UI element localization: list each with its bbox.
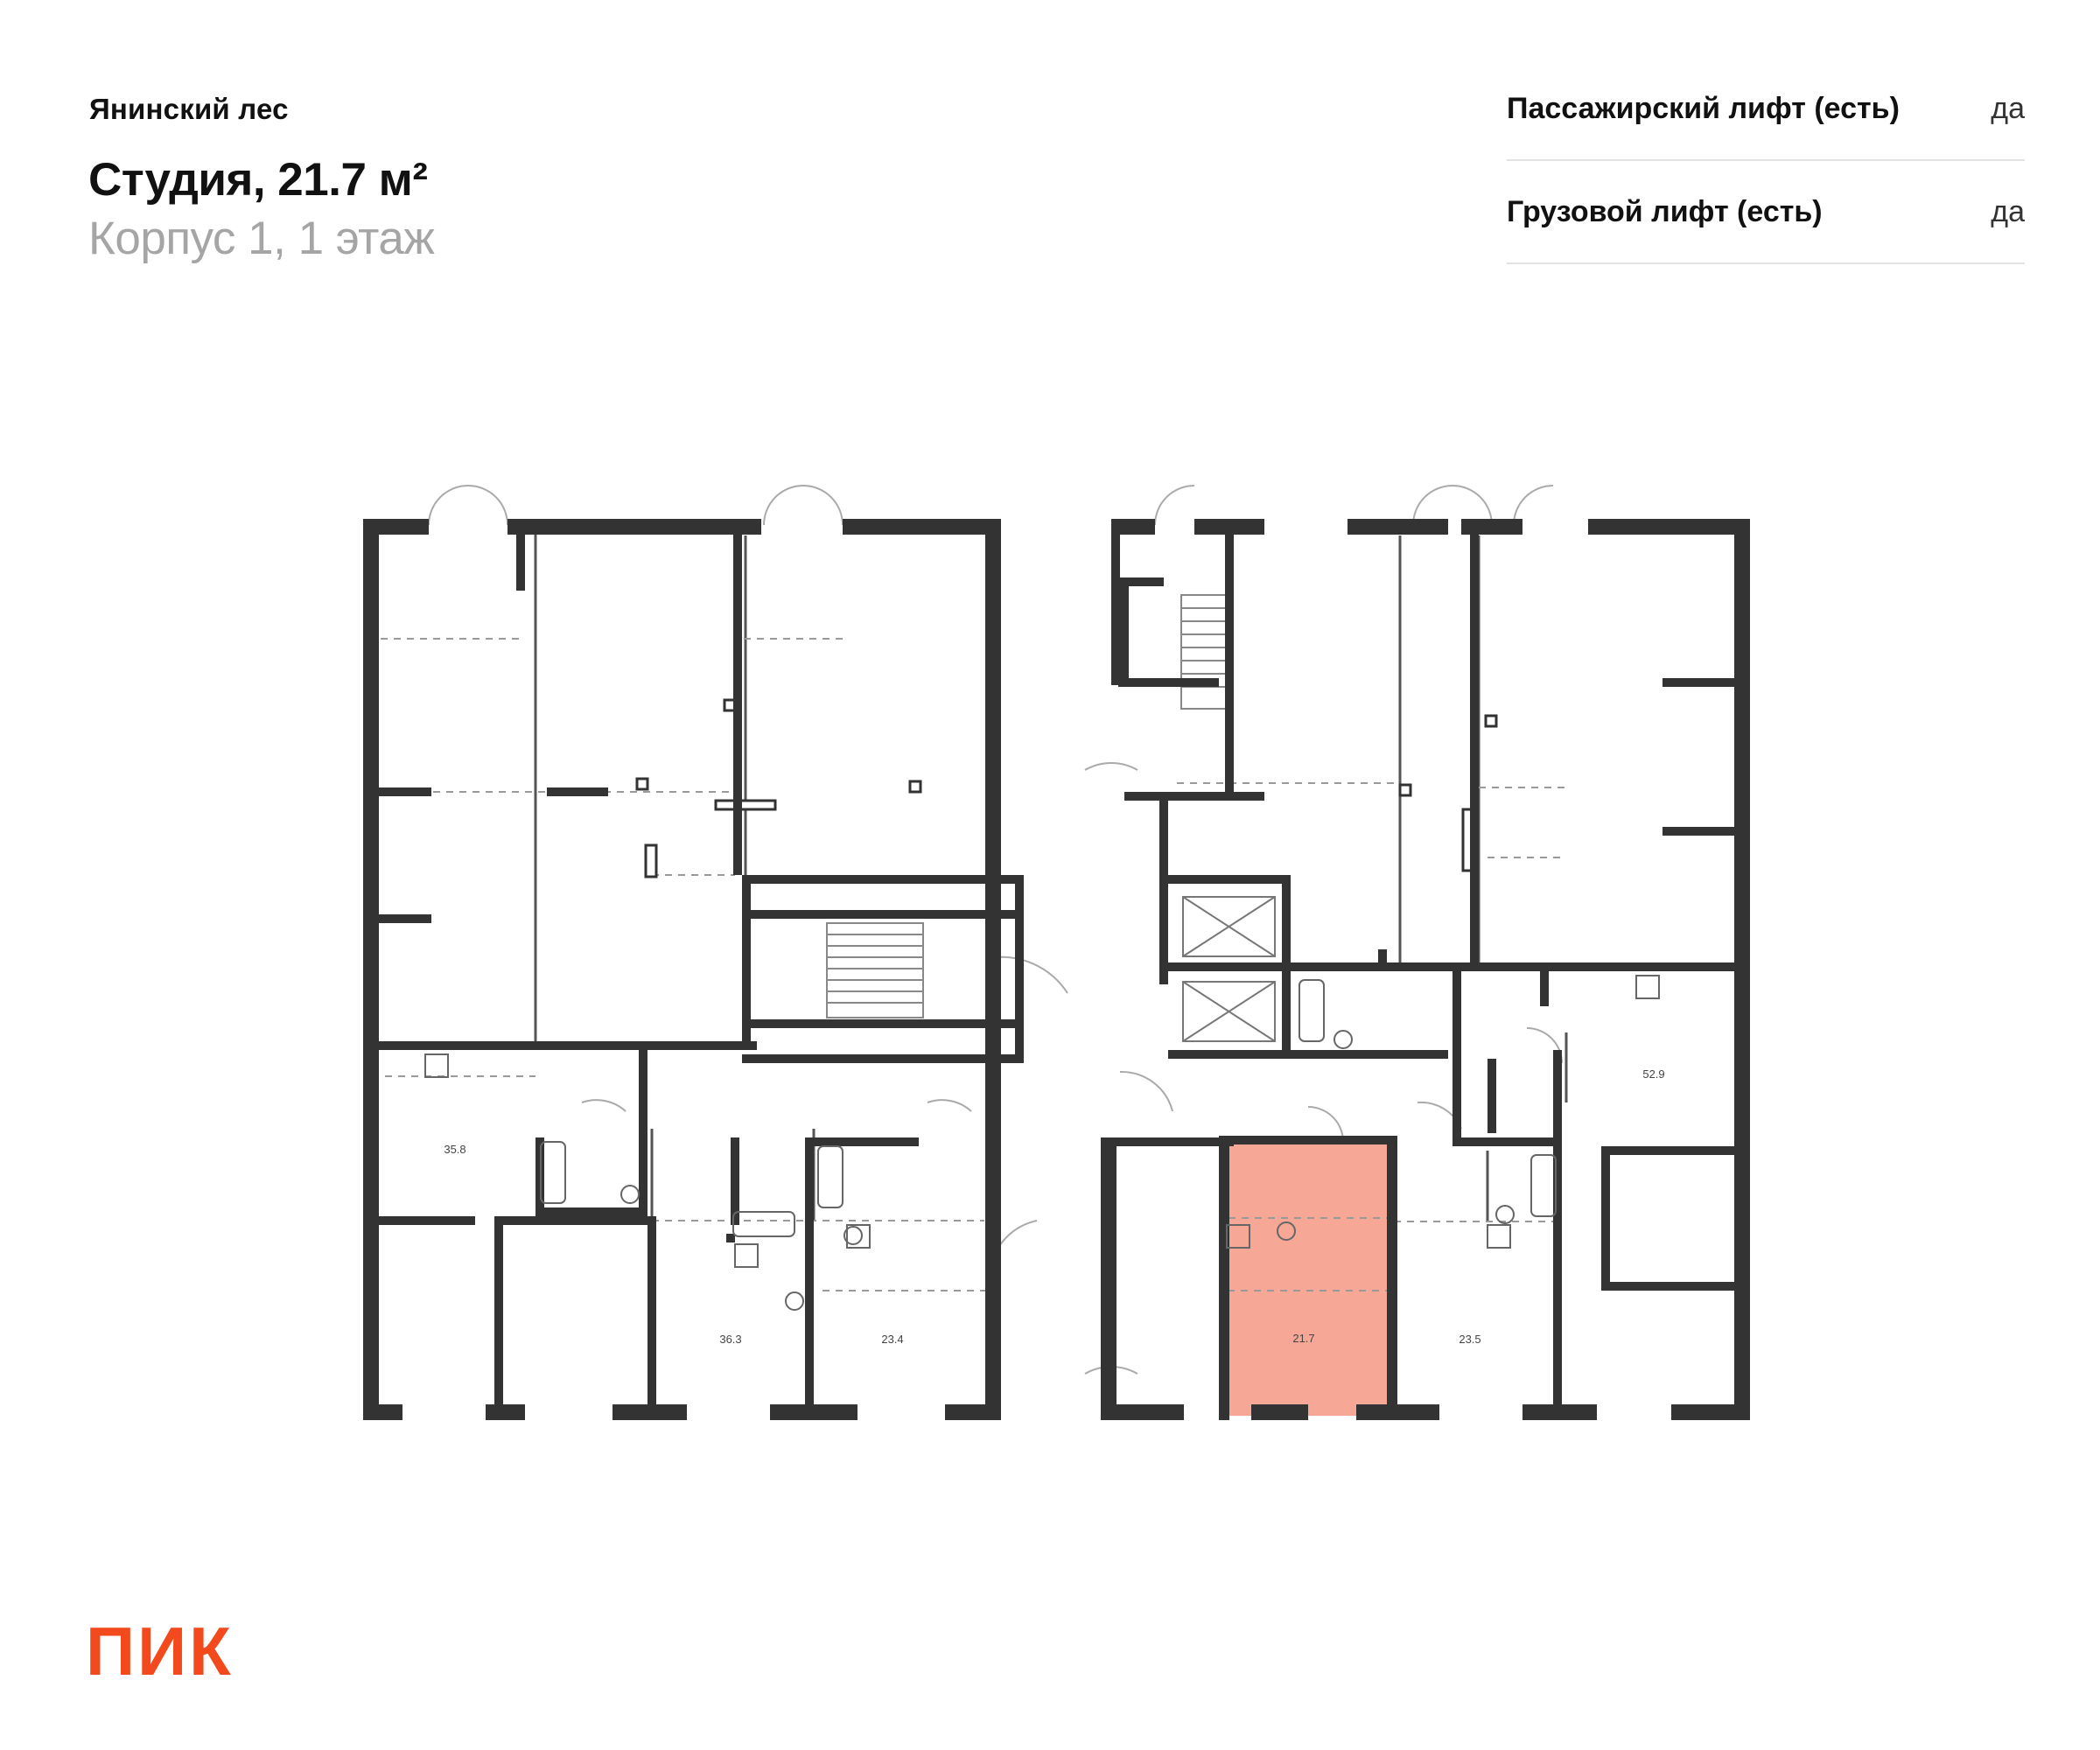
stove-icon bbox=[424, 975, 1660, 1268]
project-name: Янинский лес bbox=[89, 93, 289, 125]
bathroom-fixtures bbox=[540, 979, 1557, 1311]
interior-partitions bbox=[534, 534, 1568, 1221]
selected-apartment-highlight[interactable] bbox=[1228, 1143, 1394, 1416]
feature-value: да bbox=[1991, 194, 2025, 228]
apartment-area-label-selected[interactable]: 21.7 bbox=[1292, 1332, 1314, 1345]
apartment-area-label: 52.9 bbox=[1642, 1068, 1664, 1081]
pik-logo[interactable]: ПИК bbox=[86, 1613, 234, 1690]
elevator-icon bbox=[1182, 896, 1276, 1042]
apartment-area-label: 35.8 bbox=[444, 1143, 466, 1156]
staircase-left bbox=[826, 922, 924, 1018]
apartment-area-label: 23.5 bbox=[1459, 1333, 1480, 1346]
feature-passenger-lift: Пассажирский лифт (есть) да bbox=[1507, 58, 2025, 161]
columns bbox=[635, 698, 1498, 878]
features-list: Пассажирский лифт (есть) да Грузовой лиф… bbox=[1507, 58, 2025, 264]
apartment-title: Студия, 21.7 м² bbox=[88, 154, 428, 206]
building-floor: Корпус 1, 1 этаж bbox=[88, 213, 435, 264]
feature-label: Грузовой лифт (есть) bbox=[1507, 194, 1823, 228]
feature-value: да bbox=[1991, 91, 2025, 125]
walls bbox=[363, 519, 1750, 1420]
feature-freight-lift: Грузовой лифт (есть) да bbox=[1507, 161, 2025, 264]
apartment-area-label: 36.3 bbox=[719, 1333, 741, 1346]
feature-label: Пассажирский лифт (есть) bbox=[1507, 91, 1900, 125]
apartment-area-label: 23.4 bbox=[881, 1333, 903, 1346]
staircase-right bbox=[1180, 594, 1230, 710]
